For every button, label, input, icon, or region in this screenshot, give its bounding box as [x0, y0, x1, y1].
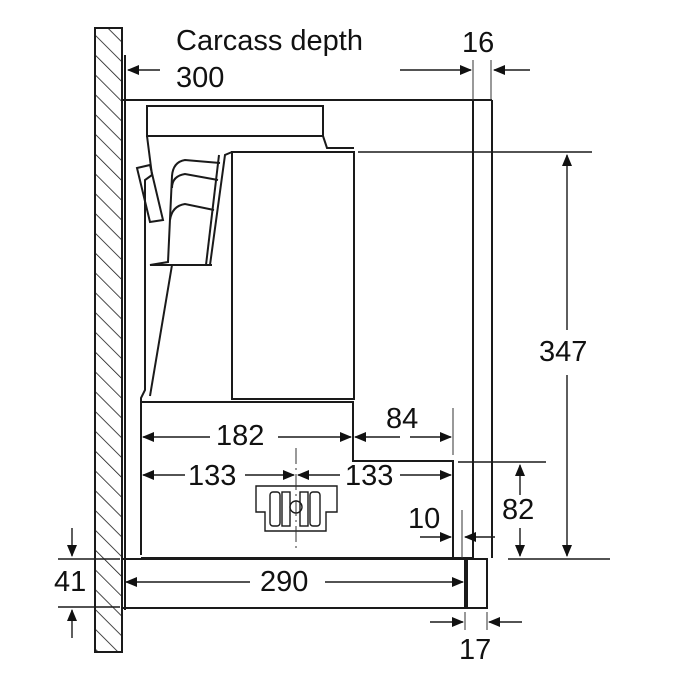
dim-10: 10 — [408, 503, 441, 535]
wall-hatched — [94, 27, 126, 653]
carcass-outline — [122, 60, 493, 558]
dim-16: 16 — [462, 27, 495, 59]
dim-82: 82 — [502, 494, 535, 526]
dim-290: 290 — [260, 566, 309, 598]
dim-133-left: 133 — [188, 460, 237, 492]
dim-17: 17 — [459, 634, 492, 666]
dim-84: 84 — [386, 403, 419, 435]
dim-133-right: 133 — [345, 460, 394, 492]
title-label: Carcass depth — [176, 25, 363, 57]
dimension-lines — [58, 65, 610, 638]
front-trim — [121, 510, 488, 609]
dim-347: 347 — [539, 336, 588, 368]
dim-carcass-depth: 300 — [176, 62, 225, 94]
filter-cassette — [255, 448, 338, 552]
dim-182: 182 — [216, 420, 265, 452]
dim-41: 41 — [54, 566, 87, 598]
